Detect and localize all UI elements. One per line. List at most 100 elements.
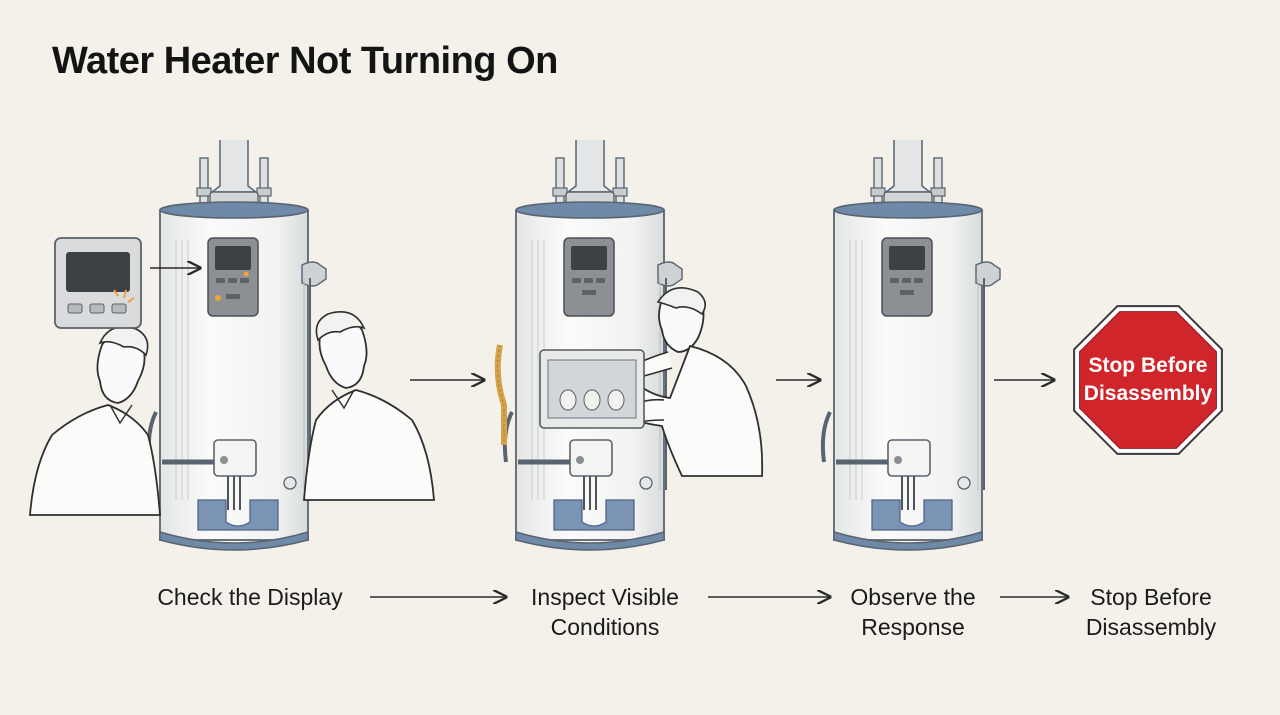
people-group bbox=[29, 286, 764, 516]
step-2-line-1: Inspect Visible bbox=[531, 584, 679, 610]
flue-pipe bbox=[565, 140, 615, 193]
stop-sign-face bbox=[1079, 311, 1217, 449]
burner-access-cover bbox=[871, 499, 953, 531]
step-1-line-1: Check the Display bbox=[157, 584, 343, 610]
relief-valve bbox=[657, 261, 683, 287]
panel-button bbox=[584, 278, 593, 283]
step-2-line-2: Conditions bbox=[550, 614, 660, 640]
tank-top-cap bbox=[159, 201, 309, 219]
burner-access-cover bbox=[553, 499, 635, 531]
panel-button bbox=[226, 294, 240, 299]
step-label-stop-disassembly: Stop Before Disassembly bbox=[1068, 582, 1234, 642]
panel-button bbox=[572, 278, 581, 283]
burner-part bbox=[559, 389, 577, 411]
step-label-inspect-conditions: Inspect Visible Conditions bbox=[500, 582, 710, 642]
step-4-line-1: Stop Before bbox=[1090, 584, 1212, 610]
water-heater-icon bbox=[820, 140, 1001, 551]
pipe-fitting bbox=[870, 187, 886, 197]
hot-pipe bbox=[615, 157, 625, 207]
drain-valve bbox=[283, 476, 297, 490]
step-label-observe-response: Observe the Response bbox=[830, 582, 996, 642]
arrows-group bbox=[370, 380, 1068, 597]
panel-button bbox=[582, 290, 596, 295]
water-heater-icon bbox=[146, 140, 327, 551]
relief-valve bbox=[975, 261, 1001, 287]
panel-screen bbox=[215, 246, 251, 270]
step-label-check-display: Check the Display bbox=[140, 582, 360, 612]
panel-button bbox=[900, 290, 914, 295]
stop-sign-line-2: Disassembly bbox=[1083, 382, 1213, 405]
person-collar bbox=[109, 404, 133, 425]
page-title: Water Heater Not Turning On bbox=[52, 40, 558, 82]
gas-line-bend bbox=[820, 411, 832, 463]
wall-display-button bbox=[89, 303, 105, 314]
wall-display-button bbox=[67, 303, 83, 314]
panel-button bbox=[914, 278, 923, 283]
stop-sign-line-1: Stop Before bbox=[1088, 354, 1208, 377]
step-3-line-1: Observe the bbox=[850, 584, 976, 610]
cold-pipe bbox=[873, 157, 883, 207]
person-icon bbox=[29, 326, 161, 516]
tank-bottom-band bbox=[159, 530, 309, 551]
panel-button bbox=[240, 278, 249, 283]
step-4-line-2: Disassembly bbox=[1085, 614, 1217, 640]
panel-button bbox=[890, 278, 899, 283]
wall-display-icon bbox=[54, 237, 200, 329]
water-heater-icon bbox=[502, 140, 683, 551]
tank-top-cap bbox=[515, 201, 665, 219]
burner-compartment-icon bbox=[494, 344, 645, 445]
pipe-fitting bbox=[196, 187, 212, 197]
water-heaters-group bbox=[146, 140, 1001, 551]
indicator-light bbox=[243, 271, 249, 277]
relief-valve bbox=[301, 261, 327, 287]
flex-gas-line-ribs bbox=[497, 344, 505, 445]
tank-bottom-band bbox=[515, 530, 665, 551]
person-body bbox=[303, 389, 435, 501]
panel-screen bbox=[571, 246, 607, 270]
gas-valve bbox=[213, 439, 257, 477]
gas-valve-knob bbox=[894, 456, 902, 464]
extras-group bbox=[54, 237, 1223, 455]
pipe-fitting bbox=[930, 187, 946, 197]
cold-pipe bbox=[199, 157, 209, 207]
pipe-fitting bbox=[552, 187, 568, 197]
burner-access-cover bbox=[197, 499, 279, 531]
burner-part bbox=[583, 389, 601, 411]
panel-screen bbox=[889, 246, 925, 270]
gas-valve bbox=[569, 439, 613, 477]
panel-button bbox=[902, 278, 911, 283]
flue-pipe bbox=[209, 140, 259, 193]
compartment-interior bbox=[547, 359, 637, 419]
person-collar bbox=[331, 389, 355, 410]
tank-top-cap bbox=[833, 201, 983, 219]
hot-pipe bbox=[259, 157, 269, 207]
burner-part bbox=[607, 389, 625, 411]
gas-valve-knob bbox=[220, 456, 228, 464]
stop-sign-label: Stop Before Disassembly bbox=[1070, 352, 1226, 408]
panel-button bbox=[596, 278, 605, 283]
drain-valve bbox=[957, 476, 971, 490]
pipe-fitting bbox=[612, 187, 628, 197]
flue-pipe bbox=[883, 140, 933, 193]
gas-valve bbox=[887, 439, 931, 477]
panel-button bbox=[216, 278, 225, 283]
person-body bbox=[29, 404, 161, 516]
wall-display-button bbox=[111, 303, 127, 314]
indicator-light bbox=[215, 295, 221, 301]
panel-button bbox=[228, 278, 237, 283]
gas-valve-knob bbox=[576, 456, 584, 464]
person-icon bbox=[303, 311, 435, 501]
stop-sign-icon bbox=[1073, 305, 1223, 455]
cold-pipe bbox=[555, 157, 565, 207]
wall-display-screen bbox=[66, 252, 130, 292]
technician-hair bbox=[656, 286, 706, 316]
hot-pipe bbox=[933, 157, 943, 207]
tank-bottom-band bbox=[833, 530, 983, 551]
drain-valve bbox=[639, 476, 653, 490]
wall-display-spark bbox=[113, 289, 135, 303]
pipe-fitting bbox=[256, 187, 272, 197]
person-hair bbox=[315, 311, 366, 342]
step-3-line-2: Response bbox=[861, 614, 965, 640]
